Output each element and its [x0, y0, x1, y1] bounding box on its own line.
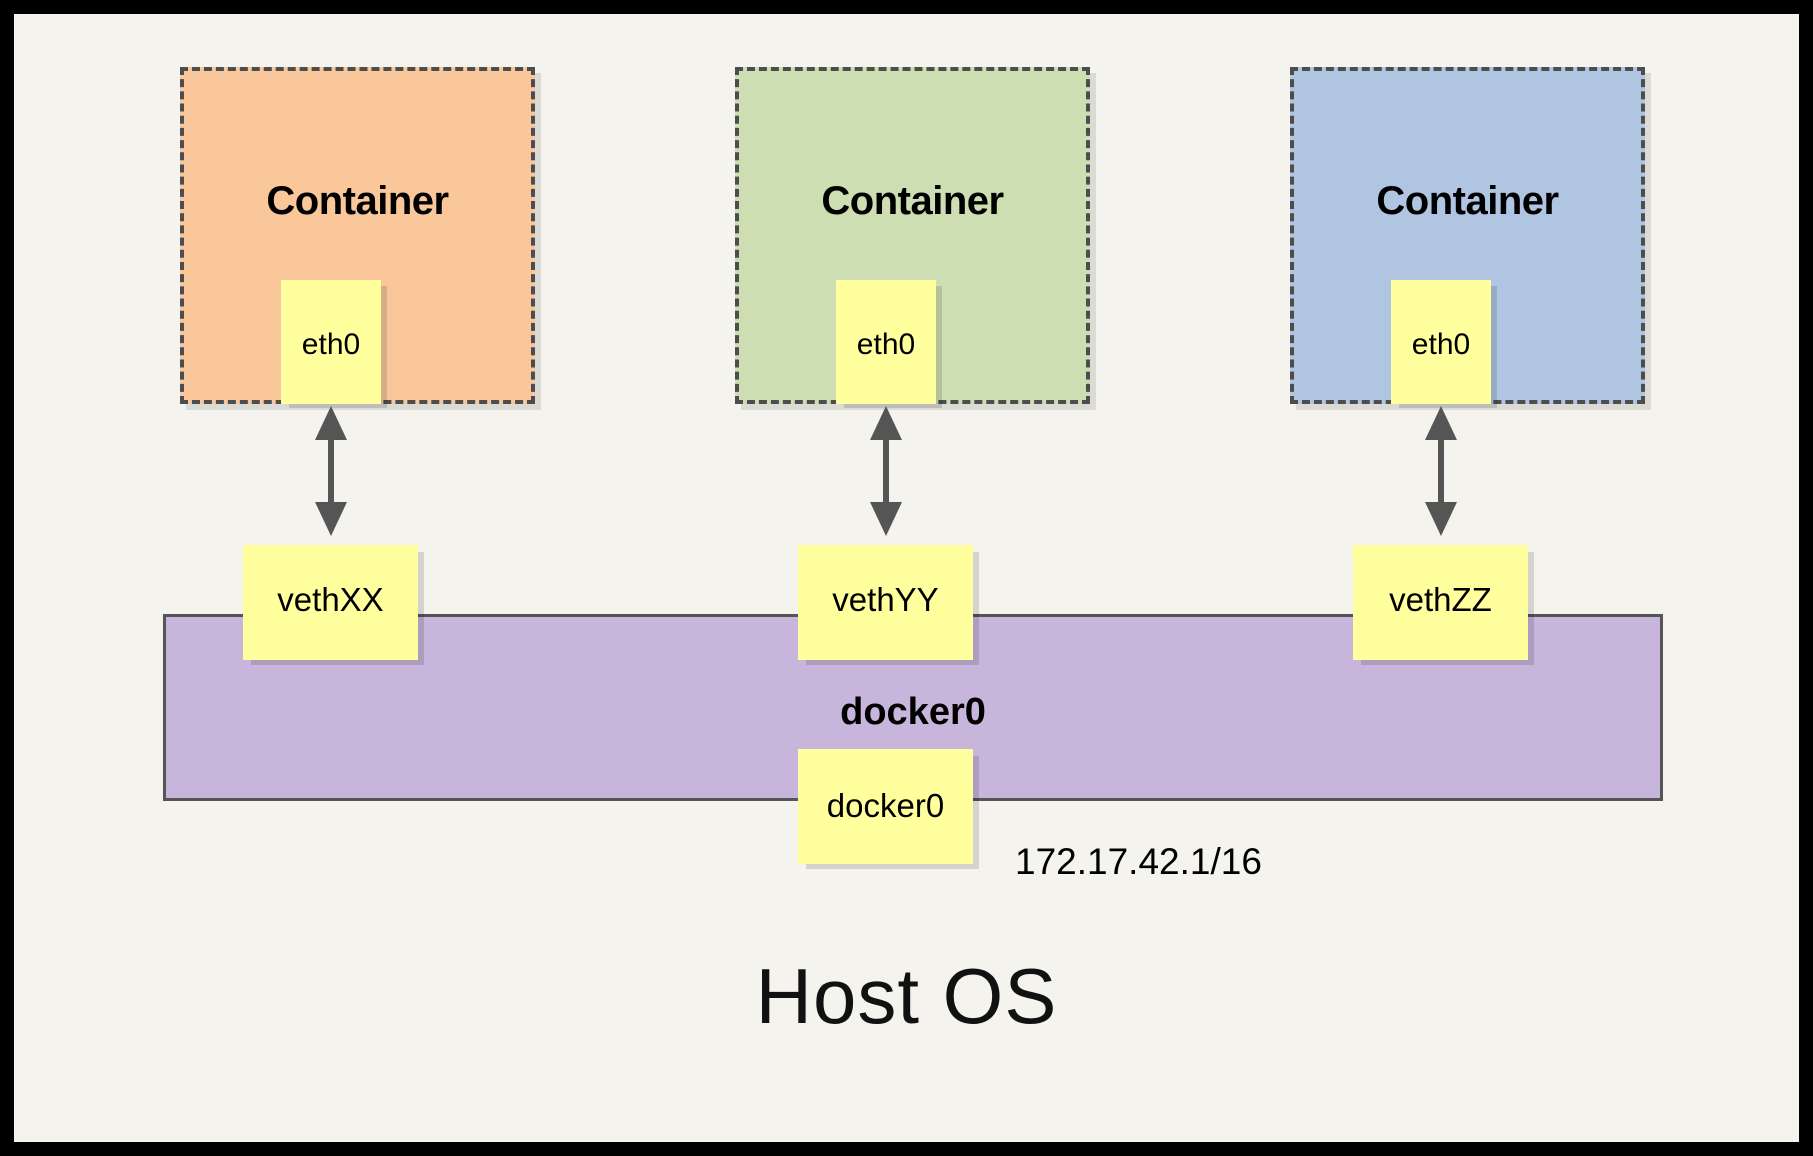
eth0-label-2: eth0 — [856, 328, 916, 361]
double-arrow-icon-1 — [315, 406, 347, 536]
eth0-box-1: eth0 — [281, 280, 381, 404]
container-label-1: Container — [266, 179, 449, 223]
docker0-interface-label: docker0 — [826, 787, 945, 824]
diagram-stage: Container eth0 Container eth0 Container … — [14, 14, 1799, 1142]
docker0-bridge-label: docker0 — [840, 691, 986, 733]
veth-label-2: vethYY — [832, 581, 939, 618]
veth-box-3: vethZZ — [1353, 545, 1528, 660]
docker0-ip-address: 172.17.42.1/16 — [1015, 841, 1262, 882]
container-label-3: Container — [1376, 179, 1559, 223]
veth-box-1: vethXX — [243, 545, 418, 660]
double-arrow-icon-3 — [1425, 406, 1457, 536]
docker0-interface-box: docker0 — [798, 749, 973, 864]
eth0-label-3: eth0 — [1411, 328, 1471, 361]
eth0-label-1: eth0 — [301, 328, 361, 361]
veth-label-3: vethZZ — [1389, 581, 1492, 618]
veth-box-2: vethYY — [798, 545, 973, 660]
container-label-2: Container — [821, 179, 1004, 223]
eth0-box-3: eth0 — [1391, 280, 1491, 404]
host-os-label: Host OS — [755, 952, 1058, 1040]
eth0-box-2: eth0 — [836, 280, 936, 404]
double-arrow-icon-2 — [870, 406, 902, 536]
veth-label-1: vethXX — [277, 581, 384, 618]
